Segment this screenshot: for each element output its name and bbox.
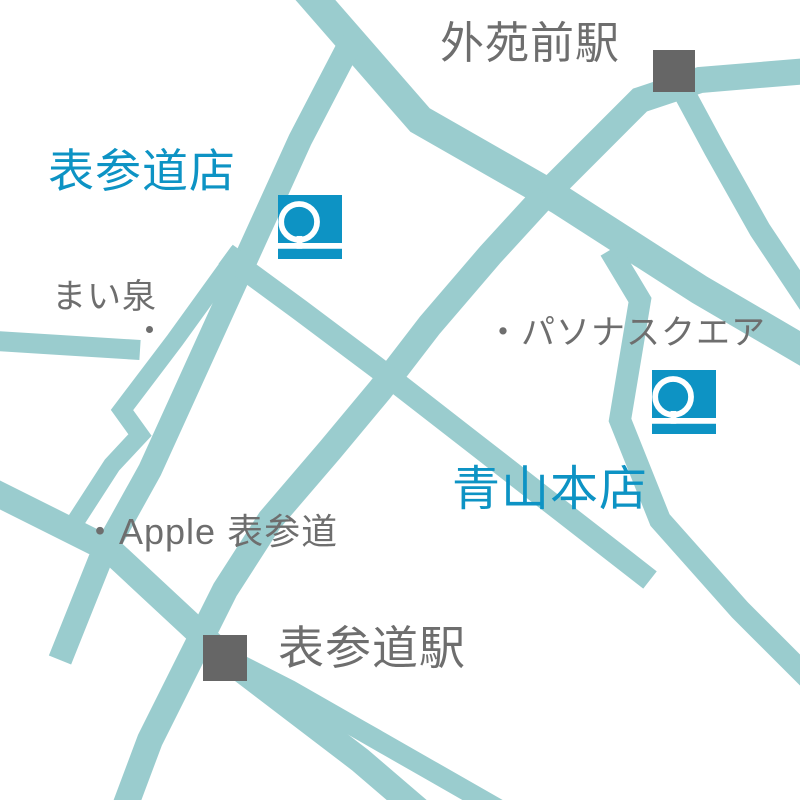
map-label-omotesando-station: 表参道駅 [278,622,466,674]
logo-bar [652,418,716,424]
map-label-aoyama-main-store: 青山本店 [452,463,649,516]
road-right-diagonal [600,244,800,686]
map-label-apple-omotesando: ・Apple 表参道 [82,511,339,552]
logo-tail [296,235,303,249]
road-lower-left-branch [0,331,141,360]
road-aoyama-dori [295,0,800,366]
road-main-diagonal-sw [113,186,555,800]
logo-bar [278,243,342,249]
road-far-right-road [670,79,800,310]
map-label-gaienmae-station: 外苑前駅 [440,19,620,68]
omotesando-station-marker [203,635,247,681]
road-south-branch [220,648,503,800]
maisen-dot [146,326,153,333]
map-label-maisen: まい泉 [52,278,157,316]
road-kita-aoyama-street [218,246,657,589]
road-kotto-dori [48,34,363,665]
road-zigzag-lane [62,244,248,535]
aoyama-main-store-logo[interactable] [651,370,717,434]
map-label-pasona-square: ・パソナスクエア [486,314,766,352]
omotesando-store-logo[interactable] [277,195,343,259]
logo-tail [670,410,677,424]
road-gaienmae-branch [535,58,800,205]
map-label-omotesando-store: 表参道店 [48,145,236,197]
gaienmae-station-marker [653,50,695,92]
